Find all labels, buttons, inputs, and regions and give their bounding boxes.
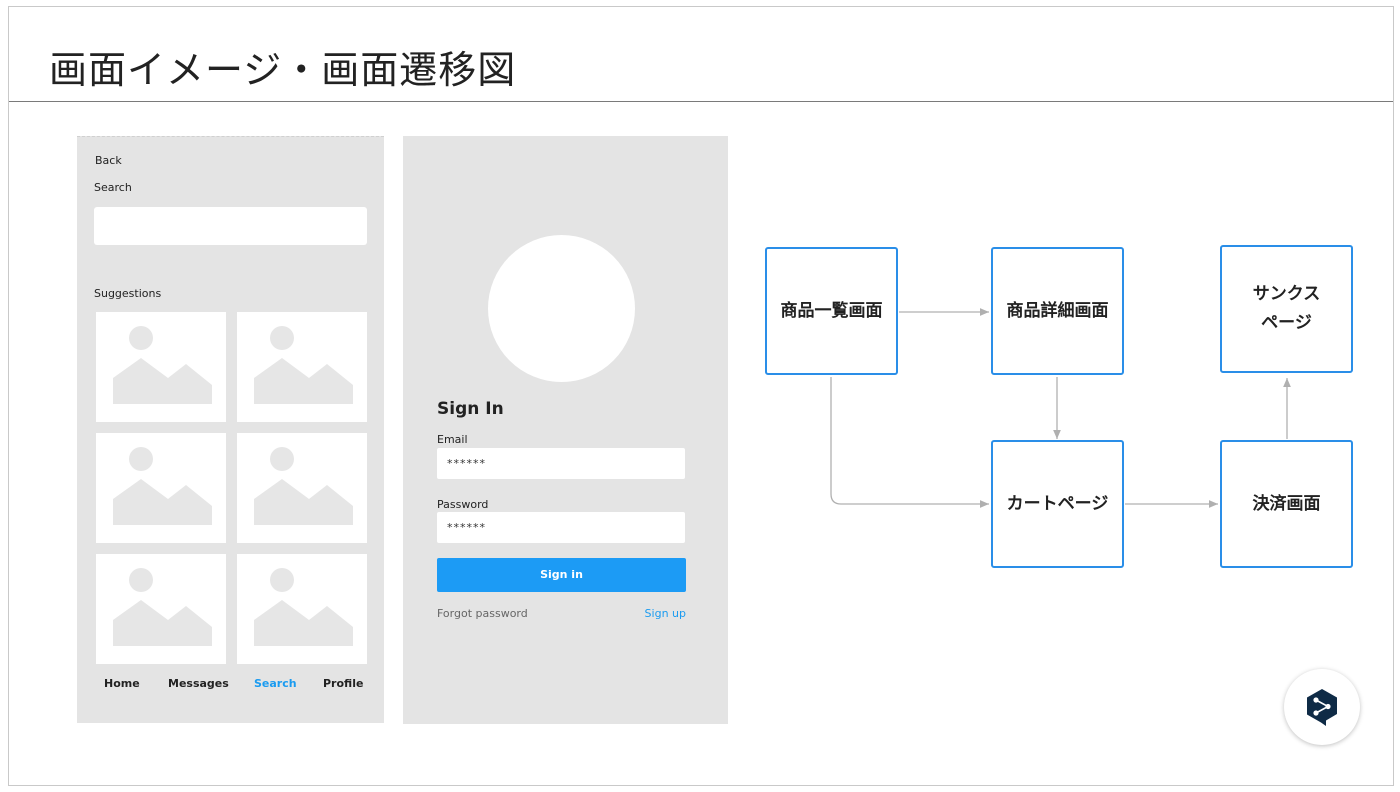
back-link[interactable]: Back: [95, 154, 122, 167]
signin-title: Sign In: [437, 399, 504, 419]
sign-in-button[interactable]: Sign in: [437, 558, 686, 592]
node-payment: 決済画面: [1220, 440, 1353, 568]
suggestion-card[interactable]: [96, 433, 226, 543]
node-product-list: 商品一覧画面: [765, 247, 898, 375]
suggestion-card[interactable]: [237, 312, 367, 422]
slide: 画面イメージ・画面遷移図 Back Search Suggestions Hom…: [8, 6, 1394, 786]
search-screen-mock: Back Search Suggestions Home Messages Se…: [77, 136, 384, 723]
search-label: Search: [94, 181, 132, 194]
deepl-logo-icon: [1307, 689, 1337, 726]
forgot-password-link[interactable]: Forgot password: [437, 607, 528, 620]
edge-list-to-cart: [830, 377, 989, 508]
email-label: Email: [437, 433, 468, 446]
suggestion-card[interactable]: [96, 554, 226, 664]
bottom-tab-bar: Home Messages Search Profile: [77, 677, 384, 697]
signin-screen-mock: Sign In Email ****** Password ****** Sig…: [403, 136, 728, 724]
avatar: [488, 235, 635, 382]
image-placeholder-icon: [113, 447, 212, 525]
node-thanks-page: サンクス ページ: [1220, 245, 1353, 373]
slide-title: 画面イメージ・画面遷移図: [49, 48, 517, 92]
search-input[interactable]: [94, 207, 367, 245]
suggestion-card[interactable]: [96, 312, 226, 422]
image-placeholder-icon: [113, 326, 212, 404]
image-placeholder-icon: [254, 568, 353, 646]
suggestions-label: Suggestions: [94, 287, 162, 300]
deepl-button[interactable]: [1284, 669, 1360, 745]
image-placeholder-icon: [254, 447, 353, 525]
tab-home[interactable]: Home: [104, 677, 140, 690]
password-label: Password: [437, 498, 489, 511]
image-placeholder-icon: [254, 326, 353, 404]
email-field[interactable]: ******: [437, 448, 685, 479]
suggestion-card[interactable]: [237, 554, 367, 664]
tab-messages[interactable]: Messages: [168, 677, 229, 690]
node-product-detail: 商品詳細画面: [991, 247, 1124, 375]
slide-header: 画面イメージ・画面遷移図: [9, 7, 1393, 102]
flow-connectors: [830, 308, 1291, 508]
tab-search[interactable]: Search: [254, 677, 297, 690]
sign-up-link[interactable]: Sign up: [644, 607, 686, 620]
password-field[interactable]: ******: [437, 512, 685, 543]
suggestion-card[interactable]: [237, 433, 367, 543]
tab-profile[interactable]: Profile: [323, 677, 364, 690]
node-cart-page: カートページ: [991, 440, 1124, 568]
image-placeholder-icon: [113, 568, 212, 646]
